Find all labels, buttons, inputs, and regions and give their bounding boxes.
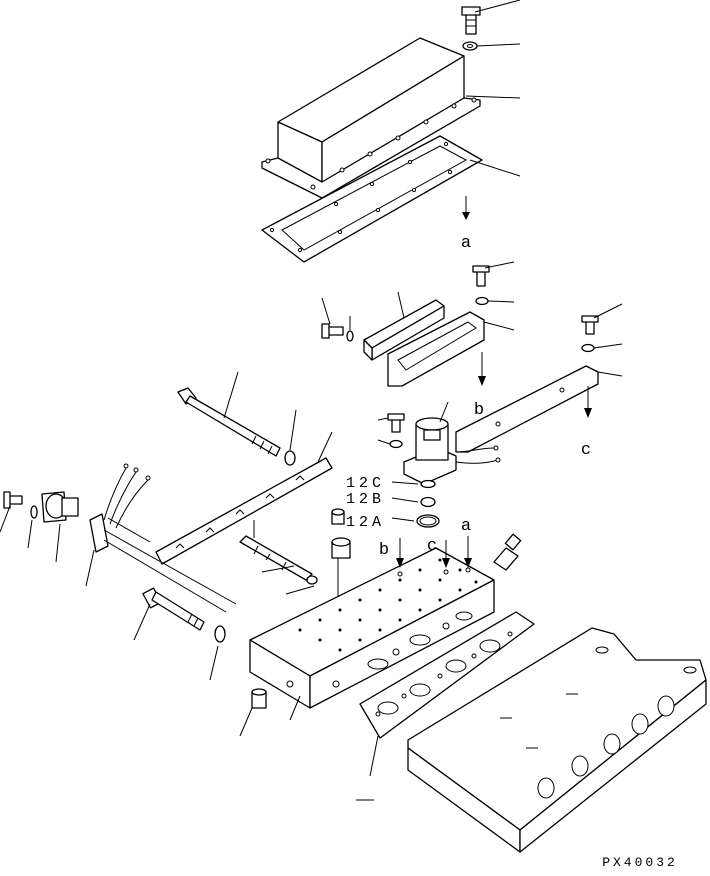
small-cover-washer — [346, 330, 354, 342]
solenoid-washer — [389, 439, 403, 449]
callout-b-valve: b — [379, 541, 389, 560]
connector-flange — [41, 491, 79, 523]
mid-bolt — [472, 265, 490, 287]
side-plug — [251, 688, 267, 709]
arrow-a-valve — [464, 536, 472, 568]
top-cover-box — [261, 37, 481, 199]
arrow-b-mid — [478, 352, 486, 386]
valve-bolt-washer — [214, 625, 226, 643]
callout-c-mid: c — [581, 441, 591, 460]
valve-gasket — [359, 611, 535, 739]
arrow-a-top — [462, 196, 470, 220]
right-cover-washer — [581, 343, 595, 353]
transmission-case — [407, 627, 707, 853]
callout-b-mid: b — [474, 401, 484, 420]
long-bolt — [177, 387, 281, 457]
seal-12b-label: 12B — [346, 491, 385, 508]
long-bolt-washer — [284, 450, 296, 466]
arrow-b-valve — [396, 538, 404, 568]
callout-a-valve: a — [461, 517, 471, 536]
top-cover-washer — [462, 41, 478, 51]
plug-cap — [331, 537, 351, 559]
right-cover-bolt — [581, 315, 599, 335]
elbow-fitting — [493, 533, 522, 571]
drawing-code: PX40032 — [602, 855, 678, 870]
plug-small — [331, 508, 345, 525]
callout-a-top: a — [461, 234, 471, 253]
control-valve-body — [249, 547, 495, 709]
small-cover-plate — [363, 299, 445, 361]
oring-12b — [420, 496, 436, 508]
connector-bolt — [3, 491, 23, 509]
solenoid-bolt — [387, 413, 405, 433]
valve-bolt — [142, 587, 205, 631]
top-cover-gasket — [261, 135, 483, 263]
mid-washer — [475, 296, 489, 306]
small-cover-bolt — [321, 323, 344, 339]
seal-12c-label: 12C — [346, 475, 385, 492]
arrow-c-mid — [584, 386, 592, 418]
oring-12c — [420, 479, 436, 489]
spool-rod — [239, 535, 318, 585]
connector-washer — [30, 505, 38, 519]
callout-c-valve: c — [427, 537, 437, 556]
seal-12a-label: 12A — [346, 514, 385, 531]
arrow-c-valve — [442, 540, 450, 568]
oring-12a — [416, 514, 440, 528]
solenoid-valve — [403, 417, 501, 485]
small-cover-gasket — [387, 311, 485, 387]
long-gasket-strip — [155, 457, 333, 565]
harness-plate — [89, 463, 237, 613]
